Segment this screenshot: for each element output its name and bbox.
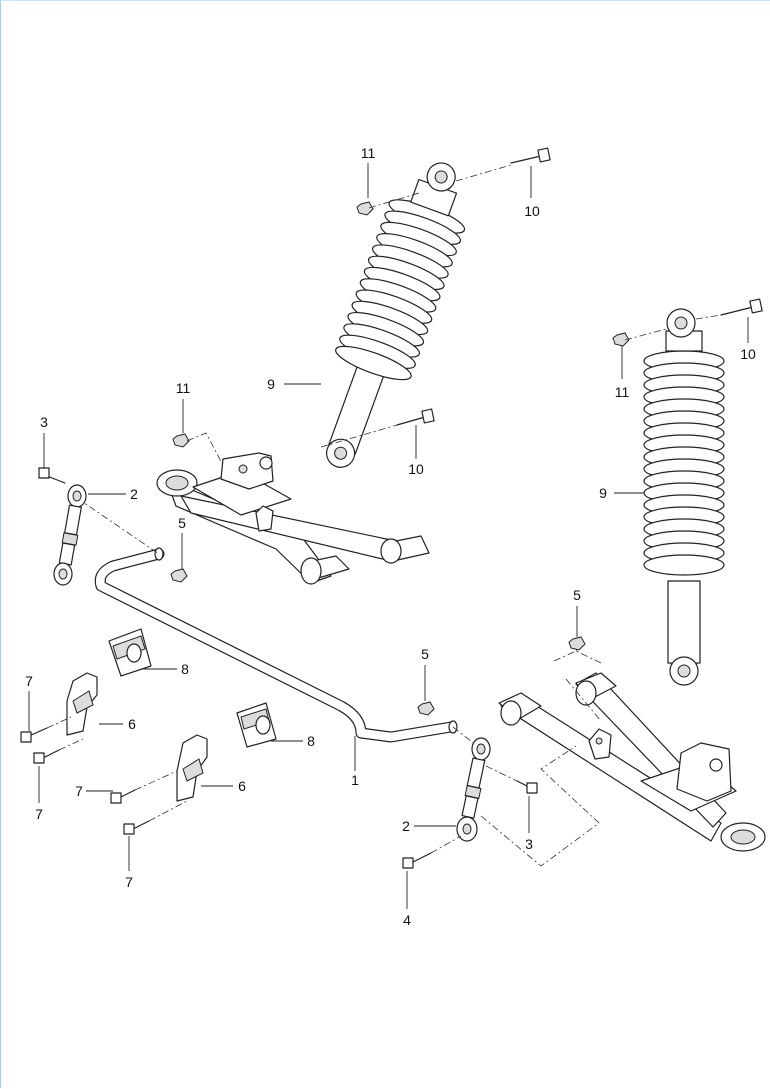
callout-6-lower: 6: [238, 778, 246, 794]
coil-spring-left: [331, 192, 469, 387]
bolt-icon: [720, 298, 763, 316]
callout-2-right: 2: [402, 818, 410, 834]
leader-lines: [28, 163, 749, 909]
nut-icon: [568, 636, 586, 651]
bushing-icon: [380, 535, 430, 564]
callout-9-right: 9: [599, 485, 607, 501]
bolt-icon: [123, 820, 150, 835]
callout-5-left: 5: [178, 515, 186, 531]
callout-11-right: 11: [615, 384, 630, 400]
callout-3-right: 3: [525, 836, 533, 852]
bushing-icon: [300, 555, 350, 585]
bolt-icon: [33, 749, 60, 764]
bushing-8-lower: [236, 702, 277, 748]
callout-5-right: 5: [573, 587, 581, 603]
bolt-icon: [110, 789, 136, 804]
callout-11-top: 11: [361, 145, 376, 161]
callout-7-a: 7: [25, 673, 33, 689]
bushing-8-upper: [108, 628, 152, 677]
callout-7-d: 7: [125, 874, 133, 890]
nut-icon: [612, 332, 630, 347]
callout-1: 1: [351, 772, 359, 788]
a-arm-left: [156, 452, 430, 585]
shock-absorber-left: [325, 162, 469, 468]
clamp-bracket-lower: [176, 734, 208, 802]
nut-icon: [417, 701, 435, 716]
callout-10-right: 10: [740, 346, 756, 362]
callout-6-upper: 6: [128, 716, 136, 732]
shock-absorber-right: [643, 308, 725, 686]
callout-7-c: 7: [75, 783, 83, 799]
bushing-icon: [498, 692, 542, 726]
bolt-icon: [510, 147, 551, 164]
callout-10-top: 10: [524, 203, 540, 219]
stabilizer-bar: [94, 547, 458, 743]
a-arm-right-shock-mount: [676, 742, 732, 802]
nut-icon: [170, 568, 188, 583]
stabilizer-link-right: [456, 737, 491, 842]
callout-4: 4: [403, 912, 411, 928]
callout-7-b: 7: [35, 806, 43, 822]
callout-8-lower: 8: [307, 733, 315, 749]
nut-icon: [356, 201, 374, 216]
callout-8-upper: 8: [181, 661, 189, 677]
callout-10-middle: 10: [408, 461, 424, 477]
callout-numbers: 11 10 9 11 10 3 2 5 11 10 9 5 5 7 6 8 7 …: [25, 145, 756, 928]
stabilizer-link-left: [53, 484, 87, 586]
callout-2-left: 2: [130, 486, 138, 502]
bushing-icon: [575, 672, 617, 706]
bolt-icon: [20, 727, 48, 743]
bolt-icon: [38, 467, 66, 484]
nut-icon: [172, 433, 190, 448]
clamp-bracket-upper: [66, 672, 98, 736]
callout-9-left: 9: [267, 376, 275, 392]
coil-spring-right: [643, 350, 725, 576]
a-arm-right: [498, 672, 766, 852]
callout-5-center: 5: [421, 646, 429, 662]
bolt-icon: [396, 408, 435, 426]
callout-3-left: 3: [40, 414, 48, 430]
bolt-icon: [516, 780, 538, 794]
shock-body-right: [667, 580, 701, 664]
callout-11-left: 11: [176, 380, 191, 396]
bolt-icon: [402, 852, 432, 869]
